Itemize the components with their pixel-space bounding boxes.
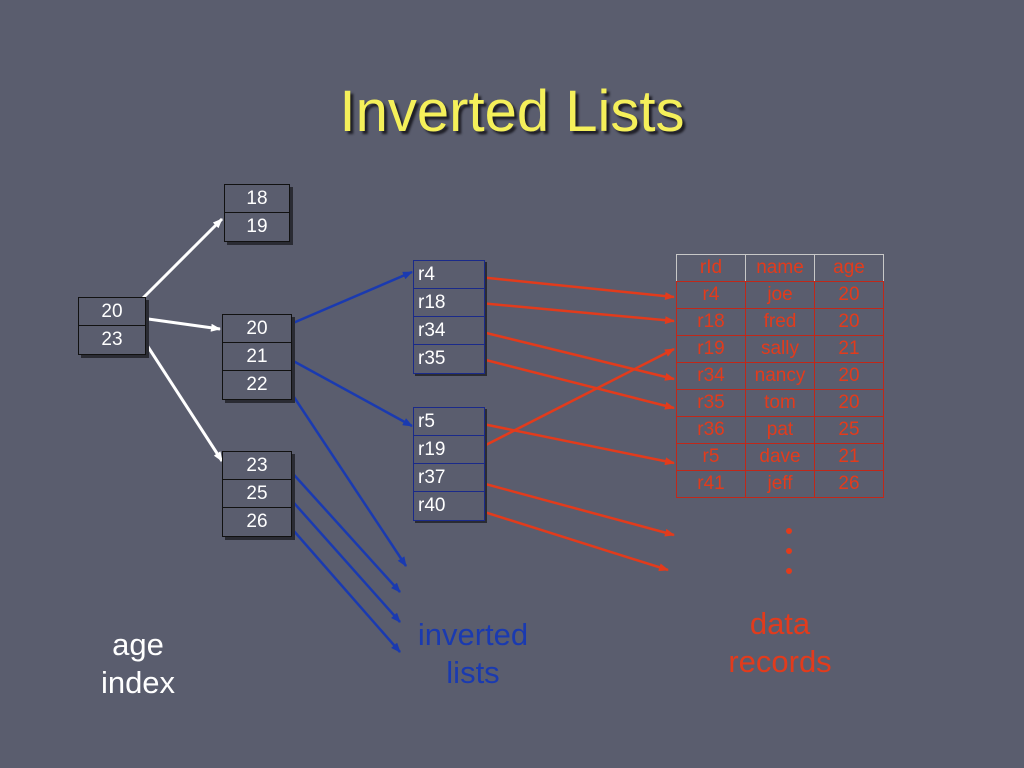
data-records-label: data records — [710, 605, 850, 681]
cell-rid: r41 — [676, 470, 746, 498]
index-arrow-3 — [139, 335, 224, 462]
continuation-dot — [786, 528, 792, 534]
list-entry: r5 — [414, 408, 484, 436]
index-leaf-key: 20 — [223, 315, 291, 343]
label-line: age — [112, 627, 164, 662]
record-arrow-r40 — [477, 508, 669, 572]
index-root-key: 20 — [79, 298, 145, 326]
list-entry: r35 — [418, 348, 446, 369]
label-line: index — [100, 665, 176, 700]
record-arrow-r34 — [477, 329, 675, 381]
index-leaf-key: 18 — [225, 185, 289, 213]
index-arrow-2 — [140, 316, 221, 332]
cell-rid: r4 — [676, 281, 746, 309]
cell-rid: r5 — [676, 443, 746, 471]
list-arrow-21 — [285, 355, 413, 428]
cell-name: pat — [745, 416, 815, 444]
cell-age: 20 — [814, 362, 884, 390]
cell-age: 21 — [814, 335, 884, 363]
cell-age: 21 — [814, 443, 884, 471]
table-header-row: rId name age — [676, 254, 884, 282]
index-root-key: 23 — [101, 329, 123, 350]
label-line: inverted — [417, 617, 529, 652]
inverted-list-1: r4 r18 r34 r35 — [413, 260, 485, 374]
continuation-dot — [786, 568, 792, 574]
list-entry: r19 — [414, 436, 484, 464]
age-index-label: age index — [78, 626, 198, 702]
cell-name: tom — [745, 389, 815, 417]
record-arrow-r4 — [468, 274, 675, 301]
record-arrow-r19 — [477, 347, 675, 451]
page-title: Inverted Lists — [339, 79, 685, 144]
index-leaf-key: 25 — [223, 480, 291, 508]
cell-age: 20 — [814, 308, 884, 336]
cell-rid: r18 — [676, 308, 746, 336]
cell-name: dave — [745, 443, 815, 471]
column-header: name — [745, 254, 815, 282]
index-leaf-key: 23 — [223, 452, 291, 480]
cell-name: fred — [745, 308, 815, 336]
list-entry: r4 — [414, 261, 484, 289]
continuation-dot — [786, 548, 792, 554]
label-line: records — [728, 644, 832, 679]
cell-name: joe — [745, 281, 815, 309]
list-entry: r37 — [414, 464, 484, 492]
record-arrow-r37 — [477, 480, 675, 537]
inverted-lists-label: inverted lists — [403, 616, 543, 692]
list-entry: r40 — [418, 495, 446, 516]
list-entry: r18 — [414, 289, 484, 317]
list-arrow-20 — [285, 270, 413, 328]
list-entry: r34 — [414, 317, 484, 345]
cell-rid: r19 — [676, 335, 746, 363]
cell-rid: r35 — [676, 389, 746, 417]
column-header: age — [814, 254, 884, 282]
inverted-list-2: r5 r19 r37 r40 — [413, 407, 485, 521]
age-index-root: 20 23 — [78, 297, 146, 355]
column-header: rId — [676, 254, 746, 282]
record-arrow-r18 — [468, 300, 675, 325]
cell-rid: r34 — [676, 362, 746, 390]
label-line: data — [749, 606, 811, 641]
list-arrow-25 — [285, 493, 401, 623]
cell-name: nancy — [745, 362, 815, 390]
cell-rid: r36 — [676, 416, 746, 444]
index-leaf-key: 26 — [246, 511, 268, 532]
list-arrow-23 — [285, 465, 401, 593]
cell-age: 26 — [814, 470, 884, 498]
cell-age: 25 — [814, 416, 884, 444]
list-arrow-22 — [284, 384, 408, 567]
cell-name: sally — [745, 335, 815, 363]
index-leaf-key: 22 — [246, 374, 268, 395]
record-arrow-r5 — [477, 421, 675, 466]
cell-age: 20 — [814, 281, 884, 309]
cell-name: jeff — [745, 470, 815, 498]
record-arrow-r35 — [477, 356, 675, 410]
index-arrow-1 — [139, 217, 224, 302]
index-leaf-1: 18 19 — [224, 184, 290, 242]
label-line: lists — [446, 655, 500, 690]
index-leaf-key: 21 — [223, 343, 291, 371]
index-leaf-key: 19 — [246, 216, 268, 237]
cell-age: 20 — [814, 389, 884, 417]
list-arrow-26 — [285, 521, 401, 653]
index-leaf-3: 23 25 26 — [222, 451, 292, 537]
index-leaf-2: 20 21 22 — [222, 314, 292, 400]
